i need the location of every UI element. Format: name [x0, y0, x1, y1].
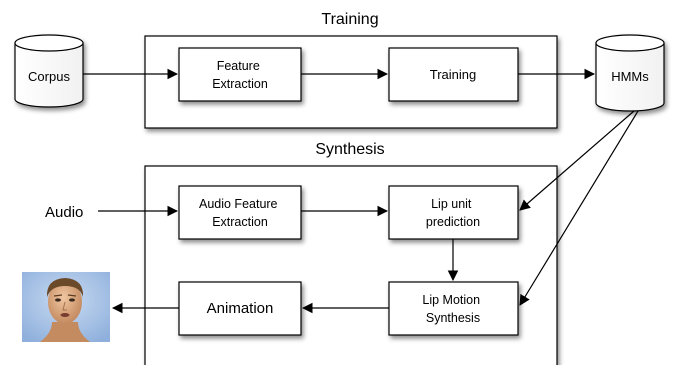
training-box: [388, 47, 519, 102]
audio-feature-extraction-box: [178, 185, 302, 240]
corpus-store: [14, 34, 84, 108]
arrow-hmms-to-lip-unit-prediction: [519, 110, 635, 211]
avatar-face-image: [22, 272, 110, 342]
audio-input-label: Audio: [45, 204, 83, 221]
feature-extraction-label: Feature Extraction: [212, 59, 268, 91]
hmms-store: [595, 34, 665, 112]
training-box-label: Training: [430, 67, 476, 82]
audio-feature-extraction-label: Audio Feature Extraction: [199, 197, 281, 229]
corpus-label: Corpus: [28, 69, 70, 84]
arrow-hmms-to-lip-motion-synthesis: [519, 110, 639, 306]
animation-label: Animation: [207, 300, 274, 317]
hmms-label: HMMs: [611, 69, 649, 84]
synthesis-group-title: Synthesis: [315, 141, 384, 158]
lip-motion-synthesis-box: [388, 281, 519, 336]
lip-unit-prediction-box: [388, 185, 519, 240]
feature-extraction-box: [178, 47, 302, 102]
lip-motion-synthesis-label: Lip Motion Synthesis: [422, 293, 483, 325]
lip-unit-prediction-label: Lip unit prediction: [426, 197, 480, 229]
animation-box: [178, 281, 302, 336]
training-group-title: Training: [321, 11, 378, 28]
